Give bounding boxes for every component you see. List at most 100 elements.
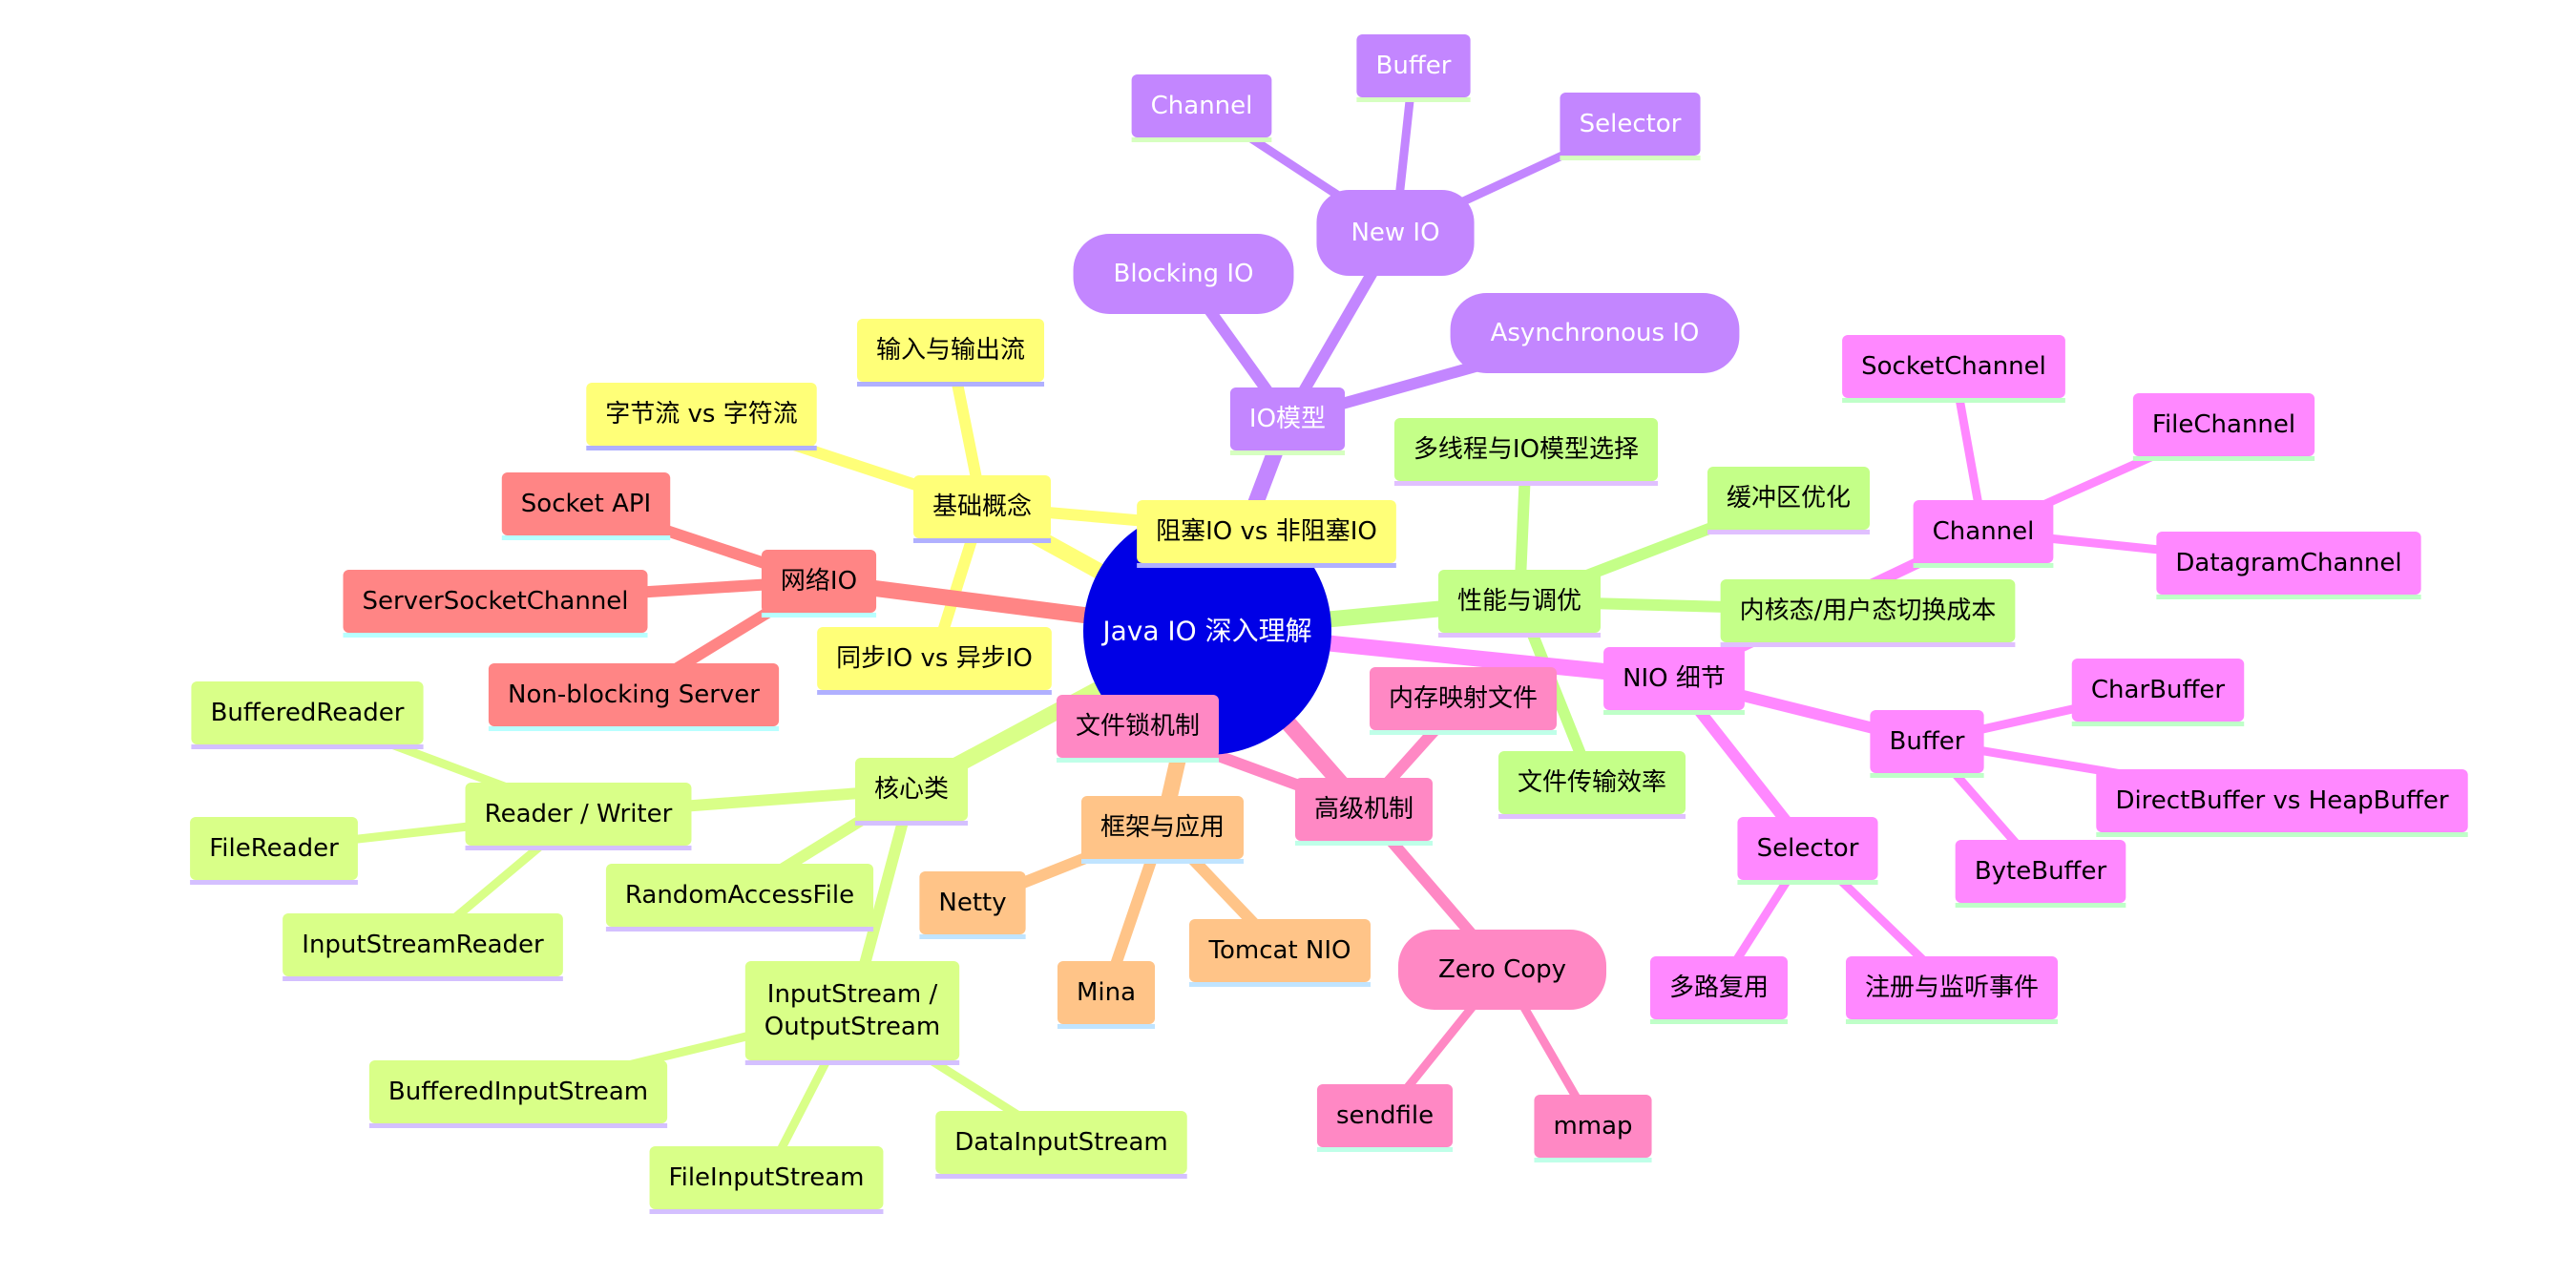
node-node[interactable]: 多路复用	[1649, 956, 1789, 1024]
node-mina[interactable]: Mina	[1057, 961, 1156, 1029]
node-label: 缓冲区优化	[1727, 484, 1851, 513]
node-buffer[interactable]: Buffer	[1870, 710, 1984, 778]
node-inputstream-outputstream[interactable]: InputStream /OutputStream	[744, 961, 960, 1065]
node-sendfile[interactable]: sendfile	[1316, 1084, 1454, 1152]
node-label: 文件锁机制	[1076, 712, 1200, 741]
node-inputstreamreader[interactable]: InputStreamReader	[283, 913, 563, 981]
node-label: mmap	[1553, 1112, 1632, 1141]
node-label: 核心类	[874, 775, 949, 804]
node-fileinputstream[interactable]: FileInputStream	[649, 1146, 884, 1214]
node-node[interactable]: 文件锁机制	[1056, 695, 1220, 763]
node-label: Reader / Writer	[485, 800, 673, 828]
node-box	[1369, 667, 1558, 730]
node-bufferedinputstream[interactable]: BufferedInputStream	[368, 1060, 668, 1128]
node-bytebuffer[interactable]: ByteBuffer	[1955, 840, 2126, 908]
node-node[interactable]: 注册与监听事件	[1845, 956, 2059, 1024]
node-box	[761, 550, 877, 613]
node-underline	[191, 744, 424, 749]
node-underline	[856, 382, 1045, 387]
node-datainputstream[interactable]: DataInputStream	[935, 1111, 1187, 1179]
node-new-io[interactable]: New IO	[1316, 190, 1475, 276]
root-node[interactable]: Java IO 深入理解	[1083, 507, 1331, 755]
node-vs[interactable]: 字节流 vs 字符流	[586, 383, 817, 450]
node-node[interactable]: 基础概念	[912, 475, 1052, 543]
node-label: Buffer	[1890, 727, 1965, 756]
node-label: BufferedReader	[211, 699, 405, 727]
node-label: RandomAccessFile	[625, 881, 854, 910]
node-box	[2096, 769, 2468, 832]
node-box	[191, 681, 424, 744]
node-io[interactable]: IO模型	[1229, 387, 1346, 455]
node-label: ByteBuffer	[1975, 857, 2107, 886]
node-tomcat-nio[interactable]: Tomcat NIO	[1189, 919, 1371, 987]
node-label: Mina	[1077, 978, 1136, 1007]
node-datagramchannel[interactable]: DatagramChannel	[2156, 532, 2421, 599]
node-label: 文件传输效率	[1518, 768, 1666, 797]
node-netty[interactable]: Netty	[919, 871, 1026, 939]
node-underline	[1229, 450, 1346, 455]
node-label: DatagramChannel	[2175, 549, 2401, 577]
node-box	[2071, 659, 2245, 722]
node-label: CharBuffer	[2091, 676, 2225, 704]
node-randomaccessfile[interactable]: RandomAccessFile	[605, 864, 874, 932]
node-mmap[interactable]: mmap	[1534, 1095, 1652, 1162]
node-reader-writer[interactable]: Reader / Writer	[465, 783, 692, 850]
node-label: Zero Copy	[1438, 955, 1566, 984]
node-zero-copy[interactable]: Zero Copy	[1397, 930, 1607, 1010]
node-buffer[interactable]: Buffer	[1356, 34, 1471, 102]
node-box	[1842, 335, 2065, 398]
node-underline	[488, 726, 780, 731]
node-label: FileInputStream	[669, 1163, 865, 1192]
node-node[interactable]: 框架与应用	[1080, 796, 1245, 864]
node-label: 高级机制	[1314, 795, 1414, 824]
node-label: NIO 细节	[1623, 664, 1726, 693]
node-asynchronous-io[interactable]: Asynchronous IO	[1450, 293, 1740, 373]
node-underline	[1294, 841, 1434, 846]
node-io[interactable]: 网络IO	[761, 550, 877, 618]
node-box	[744, 961, 960, 1060]
node-node[interactable]: 输入与输出流	[856, 319, 1045, 387]
node-filechannel[interactable]: FileChannel	[2132, 393, 2315, 461]
node-underline	[1720, 642, 2016, 647]
node-node[interactable]: 高级机制	[1294, 778, 1434, 846]
node-directbuffer-vs-heapbuffer[interactable]: DirectBuffer vs HeapBuffer	[2096, 769, 2468, 837]
node-underline	[1603, 710, 1745, 715]
node-io-vs-io[interactable]: 阻塞IO vs 非阻塞IO	[1137, 500, 1396, 568]
node-node[interactable]: 性能与调优	[1437, 570, 1602, 638]
node-underline	[935, 1174, 1187, 1179]
node-socketchannel[interactable]: SocketChannel	[1842, 335, 2065, 403]
node-bufferedreader[interactable]: BufferedReader	[191, 681, 424, 749]
node-node[interactable]: 缓冲区优化	[1707, 467, 1871, 534]
node-underline	[1356, 97, 1471, 102]
node-serversocketchannel[interactable]: ServerSocketChannel	[343, 570, 648, 638]
node-box	[1397, 930, 1607, 1010]
node-underline	[1369, 730, 1558, 735]
node-channel[interactable]: Channel	[1913, 500, 2054, 568]
node-socket-api[interactable]: Socket API	[501, 472, 671, 540]
node-filereader[interactable]: FileReader	[190, 817, 358, 885]
node-nio[interactable]: NIO 细节	[1603, 647, 1745, 715]
node-selector[interactable]: Selector	[1737, 817, 1878, 885]
node-node[interactable]: 文件传输效率	[1497, 751, 1686, 819]
node-box	[1534, 1095, 1652, 1158]
node-io-vs-io[interactable]: 同步IO vs 异步IO	[817, 627, 1052, 695]
node-node[interactable]: 内存映射文件	[1369, 667, 1558, 735]
node-underline	[1057, 1024, 1156, 1029]
node-box	[1707, 467, 1871, 530]
node-blocking-io[interactable]: Blocking IO	[1073, 234, 1294, 314]
node-selector[interactable]: Selector	[1560, 93, 1701, 160]
node-label: 输入与输出流	[876, 336, 1025, 365]
node-io[interactable]: 多线程与IO模型选择	[1393, 418, 1659, 486]
node-underline	[368, 1123, 668, 1128]
node-channel[interactable]: Channel	[1131, 74, 1272, 142]
node-underline	[649, 1209, 884, 1214]
node-underline	[586, 446, 817, 450]
node-node[interactable]: 核心类	[854, 758, 969, 826]
node-box	[1189, 919, 1371, 982]
node-underline	[1437, 633, 1602, 638]
node-charbuffer[interactable]: CharBuffer	[2071, 659, 2245, 726]
node-label: 内核态/用户态切换成本	[1740, 597, 1997, 625]
node-node[interactable]: 内核态/用户态切换成本	[1720, 579, 2016, 647]
node-box	[1560, 93, 1701, 156]
node-non-blocking-server[interactable]: Non-blocking Server	[488, 663, 780, 731]
